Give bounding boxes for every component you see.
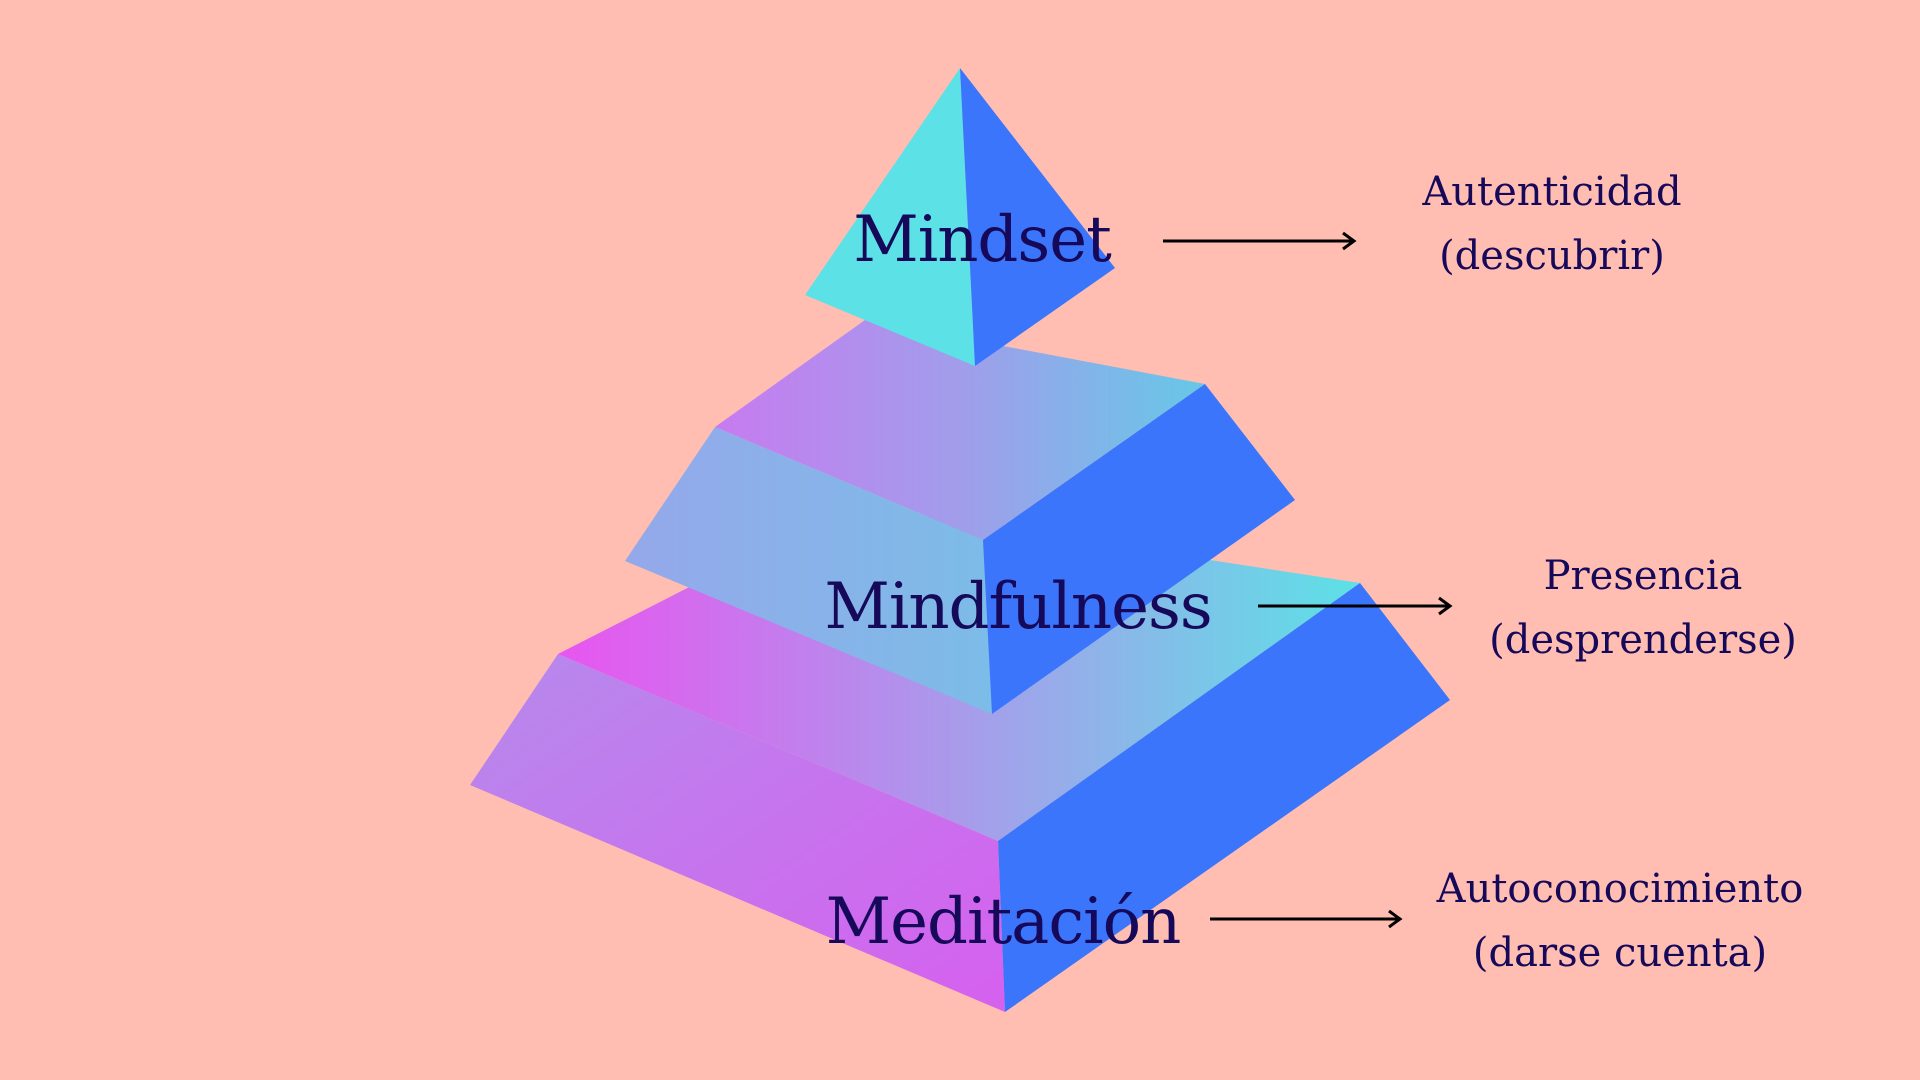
arrow-meditacion <box>1210 909 1403 929</box>
note-mindset-line2: (descubrir) <box>1439 233 1665 279</box>
bottom-tier-side-face <box>998 583 1450 1012</box>
note-mindfulness-line2: (desprenderse) <box>1489 617 1797 663</box>
note-mindfulness-line1: Presencia <box>1543 553 1743 599</box>
middle-tier-top-face <box>715 320 1205 540</box>
bottom-tier-front-face <box>470 654 1005 1012</box>
note-meditacion-line2: (darse cuenta) <box>1472 930 1768 976</box>
note-mindset-line1: Autenticidad <box>1422 169 1682 215</box>
note-meditacion: Autoconocimiento (darse cuenta) <box>1437 857 1804 985</box>
level-label-mindset: Mindset <box>853 203 1112 277</box>
note-mindfulness: Presencia (desprenderse) <box>1489 544 1797 672</box>
note-mindset: Autenticidad (descubrir) <box>1422 160 1681 288</box>
arrow-mindset <box>1163 231 1357 251</box>
level-label-meditacion: Meditación <box>825 885 1182 959</box>
middle-tier-side-face <box>983 384 1295 714</box>
middle-tier-front-face <box>625 427 992 714</box>
top-tier-side-face <box>960 68 1115 366</box>
arrow-mindfulness <box>1258 596 1453 616</box>
top-tier-front-face <box>805 68 975 366</box>
level-label-mindfulness: Mindfulness <box>824 570 1212 644</box>
note-meditacion-line1: Autoconocimiento <box>1436 866 1804 912</box>
